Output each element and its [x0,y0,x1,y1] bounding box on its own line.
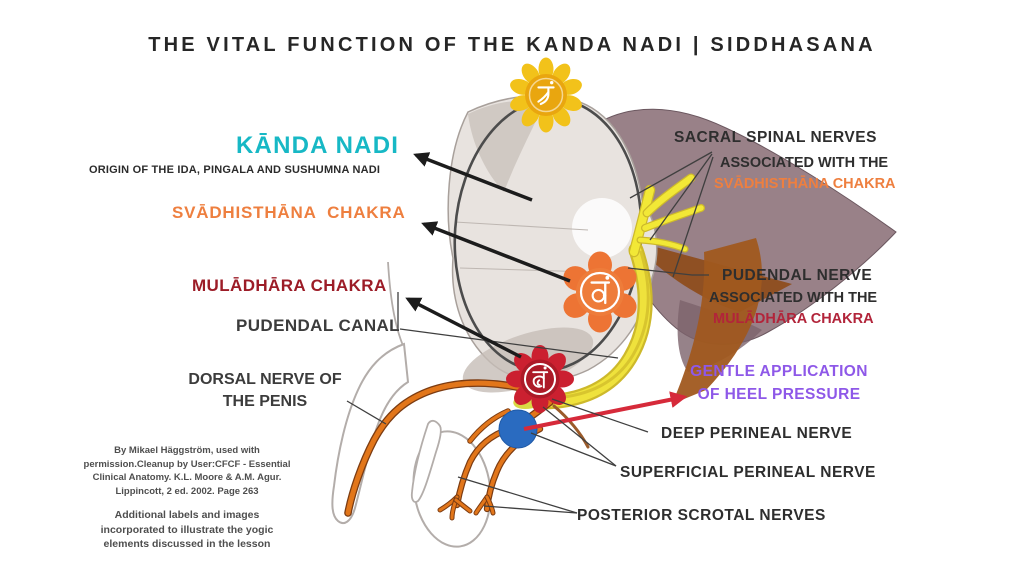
page-title: THE VITAL FUNCTION OF THE KANDA NADI | S… [148,34,876,56]
muladhara-chakra-icon [506,345,574,413]
penis-outline [331,342,410,525]
label-connector-lines [346,151,714,514]
posterior-scrotal-nerves-label: POSTERIOR SCROTAL NERVES [577,507,826,524]
svadhisthana-chakra-label: SVĀDHISTHĀNA CHAKRA [172,203,406,222]
attribution-text: By Mikael Häggström, used with permissio… [83,445,291,497]
sacral-nerves-yellow [513,173,705,410]
note-text: Additional labels and images incorporate… [100,509,274,550]
muladhara-chakra-label: MULĀDHĀRA CHAKRA [192,276,387,295]
sacral-svadhisthana-label: SVĀDHISTHĀNA CHAKRA [714,176,896,192]
sacral-associated-label: ASSOCIATED WITH THE [720,155,889,171]
superficial-perineal-nerve-label: SUPERFICIAL PERINEAL NERVE [620,464,876,481]
ligament-shapes [630,238,792,404]
kanda-nadi-sublabel: ORIGIN OF THE IDA, PINGALA AND SUSHUMNA … [89,164,381,176]
upper-chakra-icon [510,57,582,133]
heel-pressure-label: GENTLE APPLICATION OF HEEL PRESSURE [690,363,868,403]
pudendal-nerve-label: PUDENDAL NERVE [722,267,873,284]
pudendal-associated-label: ASSOCIATED WITH THE [709,290,878,306]
pudendal-muladhara-label: MULĀDHĀRA CHAKRA [713,311,874,327]
heel-pressure-arrow [523,391,688,431]
crus-outline [410,419,442,503]
svadhisthana-chakra-icon [563,251,637,333]
kanda-nadi-label: KĀNDA NADI [236,132,400,159]
pudendal-canal-label: PUDENDAL CANAL [236,316,400,335]
dorsal-nerve-label: DORSAL NERVE OF THE PENIS [188,371,342,410]
deep-perineal-nerve-label: DEEP PERINEAL NERVE [661,425,853,442]
sacral-spinal-nerves-label: SACRAL SPINAL NERVES [674,129,877,146]
heel-pressure-point [498,409,538,449]
pointer-arrows [405,152,571,359]
